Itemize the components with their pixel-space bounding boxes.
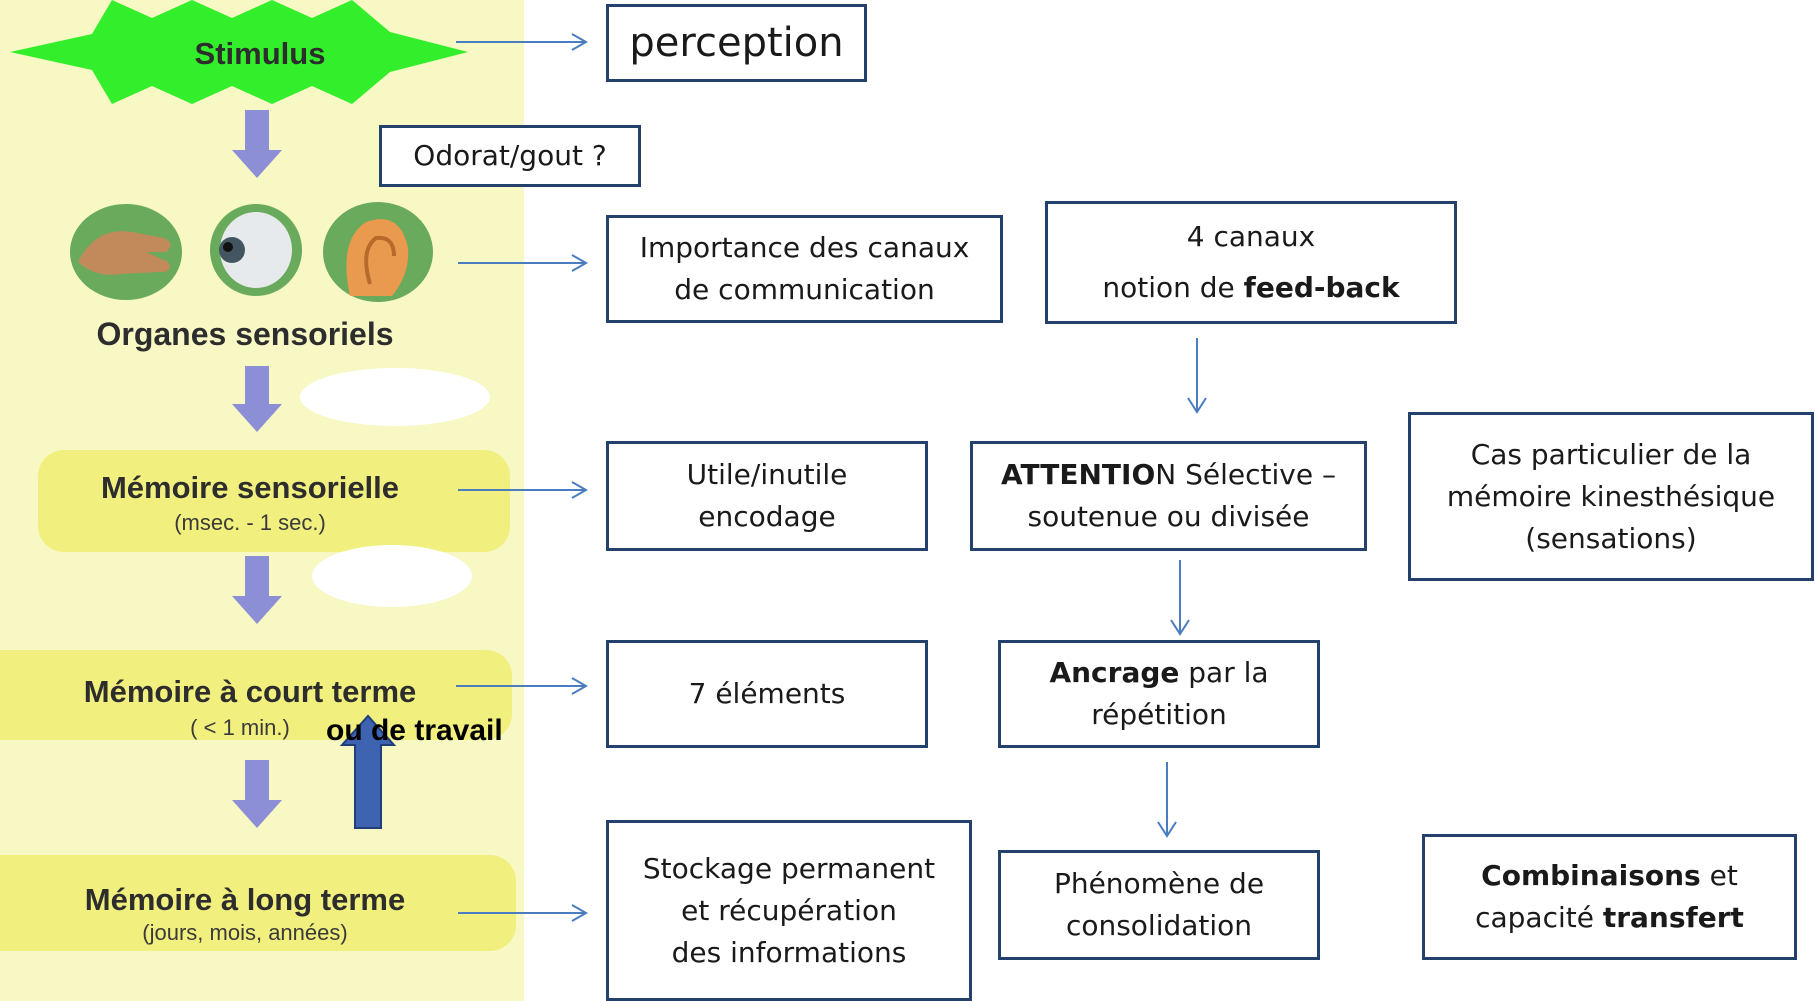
box-text: encodage [698,500,836,533]
box-text: par la [1179,656,1269,689]
down-arrow-icon [232,110,282,178]
connector-arrowhead [571,254,589,272]
box-text: perception [629,20,844,66]
box-text-line: Combinaisons et [1481,855,1738,897]
box-text-bold: transfert [1602,901,1744,934]
attention-box: ATTENTION Sélective – soutenue ou divisé… [970,441,1367,551]
connectors [456,33,1207,922]
connector-arrowhead [1170,619,1190,636]
perception-box: perception [606,4,867,82]
star-burst-icon [10,0,468,104]
working-memory-label: ou de travail [326,714,503,747]
stimulus-label: Stimulus [194,36,326,71]
box-text: consolidation [1065,909,1253,942]
box-text-line: Ancrage par la [1049,652,1268,694]
long-term-memory-subtitle: (jours, mois, années) [142,920,348,945]
box-text: Stockage permanent [642,851,936,885]
ear-icon [323,202,433,302]
sensory-memory-title: Mémoire sensorielle [100,470,400,505]
box-text-line: ATTENTION Sélective – [1001,454,1336,496]
box-text: Odorat/gout ? [413,139,607,172]
box-text-line: notion de feed-back [1102,263,1399,313]
up-arrow-icon [339,714,397,829]
box-text: Importance des canaux [639,231,970,264]
box-text-bold: Ancrage [1049,656,1180,689]
short-term-memory-subtitle: ( < 1 min.) [190,715,290,740]
down-arrow-icon [232,760,282,828]
box-text: et [1700,859,1738,892]
box-text: de communication [674,273,935,306]
kinesthetic-box: Cas particulier de la mémoire kinesthési… [1408,412,1814,581]
box-text-bold: ATTENTIO [1001,458,1156,491]
box-text: 7 éléments [688,677,846,710]
four-channels-box: 4 canaux notion de feed-back [1045,201,1457,324]
box-text-bold: Combinaisons [1481,859,1701,892]
consolidation-box: Phénomène de consolidation [998,850,1320,960]
combinations-box: Combinaisons et capacité transfert [1422,834,1797,960]
long-term-memory-title: Mémoire à long terme [84,882,406,917]
connector-arrowhead [571,481,589,499]
box-text: soutenue ou divisée [1027,500,1310,533]
down-arrow-icon [232,366,282,432]
sensory-memory-box [38,450,510,552]
long-term-memory-box [0,855,516,951]
box-text: des informations [671,935,907,969]
connector-arrowhead [1157,821,1177,838]
channels-importance-box: Importance des canaux de communication [606,215,1003,323]
short-term-memory-title: Mémoire à court terme [83,674,417,709]
connector-arrowhead [571,677,589,695]
box-text: Cas particulier de la [1470,437,1752,471]
connector-arrowhead [571,904,589,922]
box-text-line: capacité transfert [1475,897,1744,939]
box-text: capacité [1475,901,1603,934]
connector-arrowhead [1187,397,1207,414]
box-text: Utile/inutile [686,458,848,491]
cloud-shape [312,545,472,607]
useful-box: Utile/inutile encodage [606,441,928,551]
box-text: N Sélective – [1155,458,1336,491]
box-text: 4 canaux [1186,220,1316,254]
box-text: Phénomène de [1053,867,1265,900]
box-text: répétition [1091,698,1227,731]
smell-taste-box: Odorat/gout ? [379,125,641,187]
organs-label: Organes sensoriels [96,316,394,352]
anchoring-box: Ancrage par la répétition [998,640,1320,748]
hand-icon [70,204,182,300]
seven-elements-box: 7 éléments [606,640,928,748]
cloud-shape [300,368,490,426]
connector-arrowhead [571,33,589,51]
eye-icon [210,204,302,296]
box-text: notion de [1102,270,1244,304]
down-arrows [232,110,282,828]
box-text: mémoire kinesthésique [1446,479,1776,513]
box-text: et récupération [681,893,897,927]
short-term-memory-box [0,650,512,740]
sensory-memory-subtitle: (msec. - 1 sec.) [174,510,326,535]
box-text: (sensations) [1525,521,1697,555]
box-text-bold: feed-back [1243,270,1400,304]
down-arrow-icon [232,556,282,624]
storage-box: Stockage permanent et récupération des i… [606,820,972,1001]
